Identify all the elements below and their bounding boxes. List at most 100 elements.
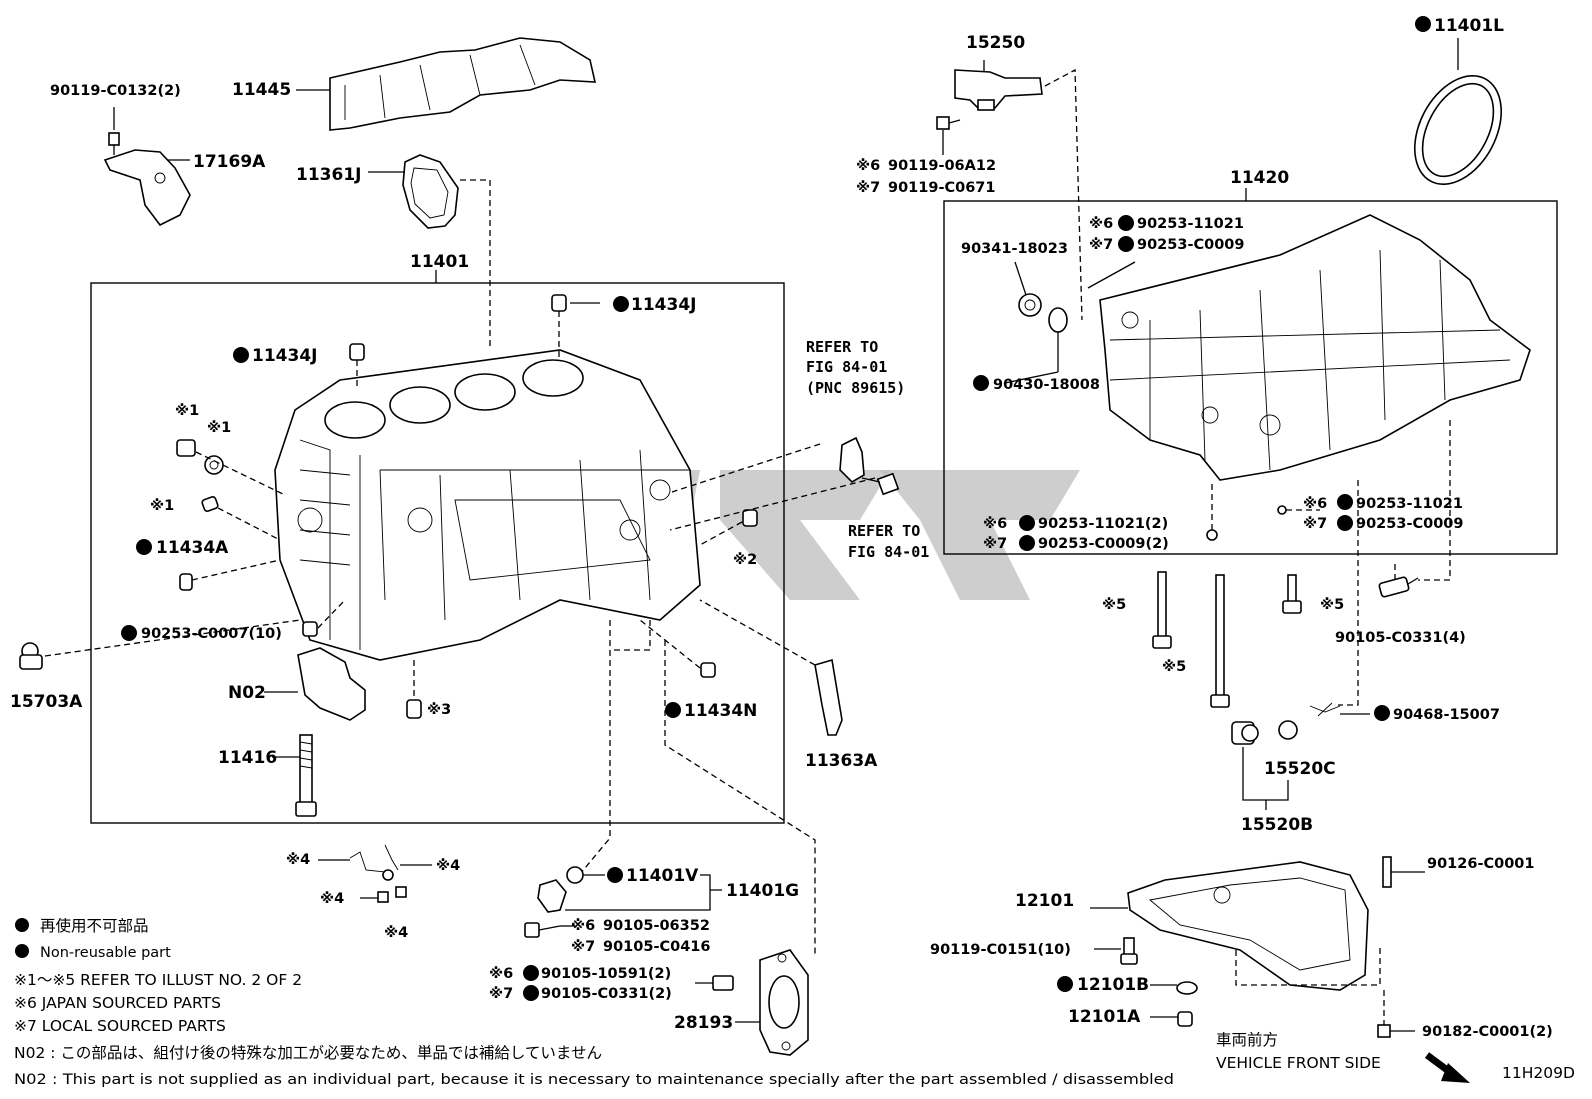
label-11445: 11445: [232, 80, 291, 100]
label-12101: 12101: [1015, 891, 1074, 911]
gasket-12101B: [1176, 981, 1198, 995]
legend-n02-jp: N02 : この部品は、組付け後の特殊な加工が必要なため、単品では補給していませ…: [14, 1044, 602, 1062]
mark-x6-e: ※6: [571, 918, 595, 934]
label-15250: 15250: [966, 33, 1025, 53]
cylinder-block-11401: [274, 349, 701, 661]
pin-x3: [406, 699, 422, 719]
pin-11434A: [179, 573, 193, 591]
mark-x6-b: ※6: [1089, 216, 1113, 232]
mark-x7-c: ※7: [983, 536, 1007, 552]
label-90119-06A12: 90119-06A12: [888, 158, 996, 174]
pin-x1-lower: [201, 496, 219, 512]
label-11434J-left: 11434J: [252, 346, 317, 366]
label-N02: N02: [228, 683, 266, 703]
mark-x4-a: ※4: [286, 852, 310, 868]
label-11416: 11416: [218, 748, 277, 768]
mark-x7-e: ※7: [571, 939, 595, 955]
bolt-90119-06A12: [936, 116, 961, 130]
stud-90126-C0001: [1382, 856, 1392, 888]
crankcase-11420: [1099, 214, 1531, 481]
mark-x4-b: ※4: [436, 858, 460, 874]
bolt-90105-10591: [695, 975, 734, 991]
label-90468-15007: 90468-15007: [1393, 707, 1500, 723]
nut-90182-C0001: [1377, 1024, 1391, 1038]
sensor-15703A: [19, 642, 43, 670]
knock-sensor: [839, 436, 865, 484]
illustration-number: 11H209D: [1502, 1064, 1575, 1082]
label-90119-C0151: 90119-C0151(10): [930, 942, 1071, 958]
label-15520C: 15520C: [1264, 759, 1336, 779]
legend-note-7: ※7 LOCAL SOURCED PARTS: [14, 1017, 226, 1035]
label-90253-11021-b: 90253-11021(2): [1038, 516, 1168, 532]
label-15520B: 15520B: [1241, 815, 1313, 835]
label-90253-C0009-c: 90253-C0009: [1356, 516, 1463, 532]
label-11361J: 11361J: [296, 165, 361, 185]
refer-fig-line2: FIG 84-01: [806, 358, 887, 376]
label-11401: 11401: [410, 252, 469, 272]
label-90119-C0671: 90119-C0671: [888, 180, 995, 196]
pin-x2: [742, 509, 758, 527]
label-90430-18008: 90430-18008: [993, 377, 1100, 393]
nonreusable-dots: [15, 16, 1431, 1001]
pin-11434J-left: [349, 343, 365, 361]
label-12101B: 12101B: [1077, 975, 1149, 995]
plug-x1-upper: [176, 439, 224, 475]
mark-x6-d: ※6: [1303, 496, 1327, 512]
legend-nonreusable-jp: 再使用不可部品: [40, 917, 149, 935]
label-17169A: 17169A: [193, 152, 266, 172]
label-90105-C0331-4: 90105-C0331(4): [1335, 630, 1466, 646]
refer-fig2-line1: REFER TO: [848, 522, 920, 540]
label-12101A: 12101A: [1068, 1007, 1141, 1027]
legend-nonreusable-en: Non-reusable part: [40, 945, 171, 961]
bolt-90105-C0331-4: [1378, 576, 1419, 598]
gasket-90430-18008: [1048, 307, 1068, 333]
bolt-90119-C0151: [1120, 937, 1138, 965]
label-11434N: 11434N: [684, 701, 757, 721]
mark-x1-a: ※1: [175, 403, 199, 419]
pin-11434J-top: [551, 294, 567, 312]
refer-fig-line1: REFER TO: [806, 338, 878, 356]
pin-90253-11021-x2: [1206, 529, 1218, 541]
label-90341-18023: 90341-18023: [961, 241, 1068, 257]
gasket-28193: [759, 949, 809, 1056]
oil-control-valve-15250: [954, 69, 1043, 111]
mark-x7-f: ※7: [489, 986, 513, 1002]
mark-x6-c: ※6: [983, 516, 1007, 532]
sensor-11401G: [537, 879, 567, 913]
mark-x2: ※2: [733, 552, 757, 568]
front-arrow-icon: [1424, 1052, 1470, 1083]
label-11401L: 11401L: [1434, 16, 1504, 36]
bolt-90105-06352: [524, 922, 561, 938]
bearing-cap-N02: [297, 647, 366, 721]
bolt-x5-c: [1282, 574, 1302, 614]
mark-x6-f: ※6: [489, 966, 513, 982]
legend-n02-en: N02 : This part is not supplied as an in…: [14, 1072, 1174, 1088]
label-90253-C0009-a: 90253-C0009: [1137, 237, 1244, 253]
label-90182-C0001: 90182-C0001(2): [1422, 1024, 1553, 1040]
front-side-en: VEHICLE FRONT SIDE: [1216, 1054, 1381, 1072]
mark-x5-b: ※5: [1320, 597, 1344, 613]
mark-x3: ※3: [427, 702, 451, 718]
bolt-11416: [295, 734, 317, 817]
bolt-x5-a: [1152, 571, 1172, 649]
o-ring-11401V: [566, 866, 584, 884]
mark-x7-d: ※7: [1303, 516, 1327, 532]
label-11420: 11420: [1230, 168, 1289, 188]
label-90105-C0416: 90105-C0416: [603, 939, 710, 955]
label-90105-06352: 90105-06352: [603, 918, 710, 934]
label-90126-C0001: 90126-C0001: [1427, 856, 1534, 872]
label-11363A: 11363A: [805, 751, 878, 771]
mark-x1-b: ※1: [207, 420, 231, 436]
mark-x5-a: ※5: [1102, 597, 1126, 613]
label-90105-10591: 90105-10591(2): [541, 966, 671, 982]
refer-fig-line3: (PNC 89615): [806, 379, 905, 397]
mark-x6-a: ※6: [856, 158, 880, 174]
water-pipe-11363A: [814, 658, 843, 736]
label-15703A: 15703A: [10, 692, 83, 712]
label-90119-C0132: 90119-C0132(2): [50, 83, 181, 99]
mark-x7-b: ※7: [1089, 237, 1113, 253]
label-90105-C0331-2: 90105-C0331(2): [541, 986, 672, 1002]
bolt-90119-C0132: [108, 132, 120, 155]
label-28193: 28193: [674, 1013, 733, 1033]
bracket-x4: [349, 844, 407, 903]
